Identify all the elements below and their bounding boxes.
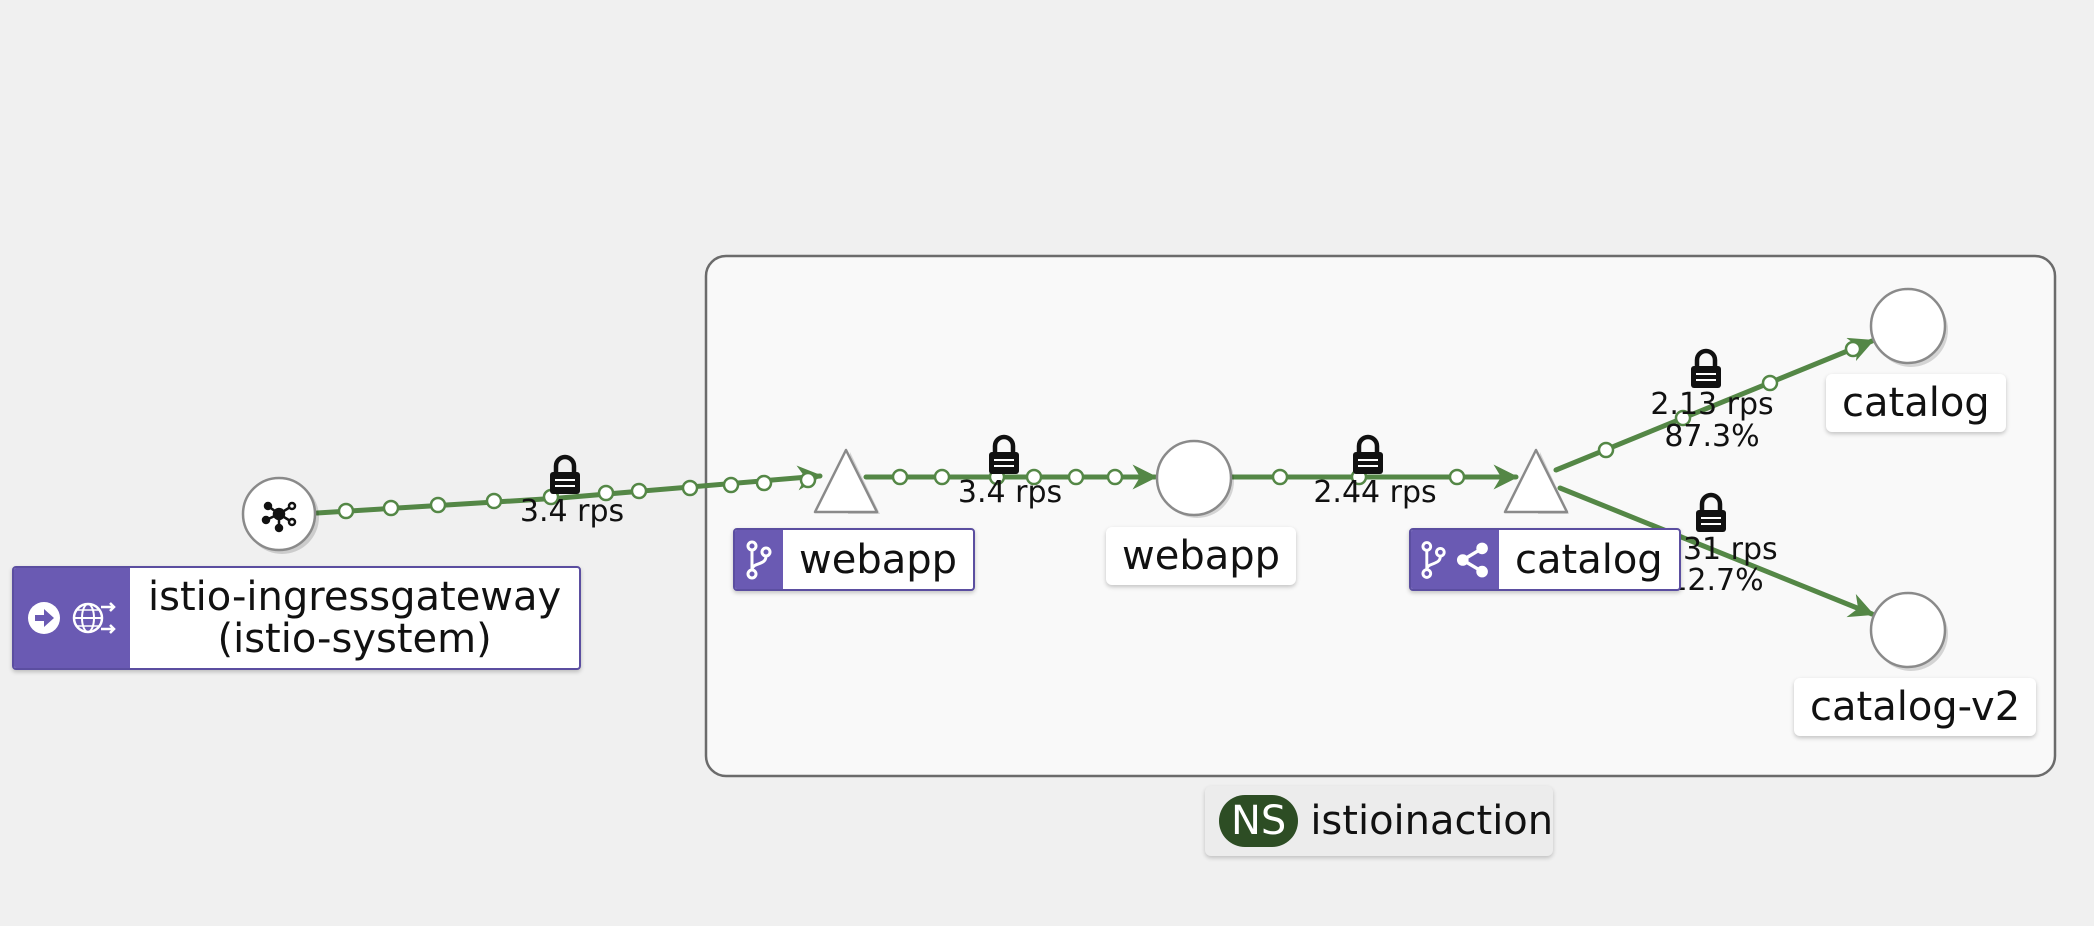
catalog-service-name: catalog [1515, 536, 1663, 583]
badge-icons [14, 568, 130, 668]
edge-percent-label: 12.7% [1668, 563, 1763, 598]
catalog-v2-label[interactable]: catalog-v2 [1794, 678, 2037, 736]
edge-rps-label: 2.13 rps [1650, 387, 1773, 422]
namespace-label[interactable]: NS istioinaction [1205, 786, 1553, 856]
node-webapp-workload[interactable] [1155, 439, 1234, 518]
globe-traffic-icon [72, 602, 116, 634]
edge-rps-label: 3.4 rps [520, 494, 624, 529]
ingress-label-name: istio-ingressgateway [148, 574, 562, 620]
ingress-gateway-label[interactable]: istio-ingressgateway (istio-system) [12, 566, 582, 670]
edge-rps-label: 3.4 rps [958, 475, 1062, 510]
lock-icon [550, 457, 580, 494]
webapp-service-label[interactable]: webapp [733, 528, 976, 591]
node-catalog-v2[interactable] [1869, 591, 1948, 671]
webapp-workload-name: webapp [1122, 533, 1281, 579]
catalog-v1-name: catalog [1842, 380, 1990, 426]
webapp-service-name: webapp [799, 536, 958, 583]
badge-icons [1411, 530, 1499, 589]
webapp-workload-label[interactable]: webapp [1106, 527, 1297, 585]
node-catalog-v1[interactable] [1869, 287, 1948, 367]
edge-percent-label: 87.3% [1664, 419, 1759, 454]
branch-icon [746, 540, 772, 579]
catalog-v1-label[interactable]: catalog [1826, 374, 2006, 432]
catalog-v2-name: catalog-v2 [1810, 684, 2021, 730]
node-catalog-service[interactable] [1503, 448, 1569, 514]
edge-ingress-to-webapp[interactable] [314, 465, 823, 520]
namespace-name: istioinaction [1310, 798, 1554, 844]
edge-rps-label: 2.44 rps [1313, 475, 1436, 510]
branch-icon [1421, 540, 1446, 579]
badge-icons [735, 530, 783, 589]
catalog-service-label[interactable]: catalog [1409, 528, 1681, 591]
namespace-badge: NS [1219, 795, 1299, 847]
arrow-circle-right-icon [28, 602, 60, 634]
node-istio-ingressgateway[interactable] [241, 476, 319, 554]
share-icon [1457, 542, 1489, 577]
edge-catalog-to-v2[interactable] [1557, 485, 1875, 618]
ingress-label-namespace: (istio-system) [217, 616, 492, 662]
network-hub-icon [261, 501, 297, 533]
edge-catalog-to-v1[interactable] [1553, 337, 1875, 473]
node-webapp-service[interactable] [813, 448, 880, 514]
